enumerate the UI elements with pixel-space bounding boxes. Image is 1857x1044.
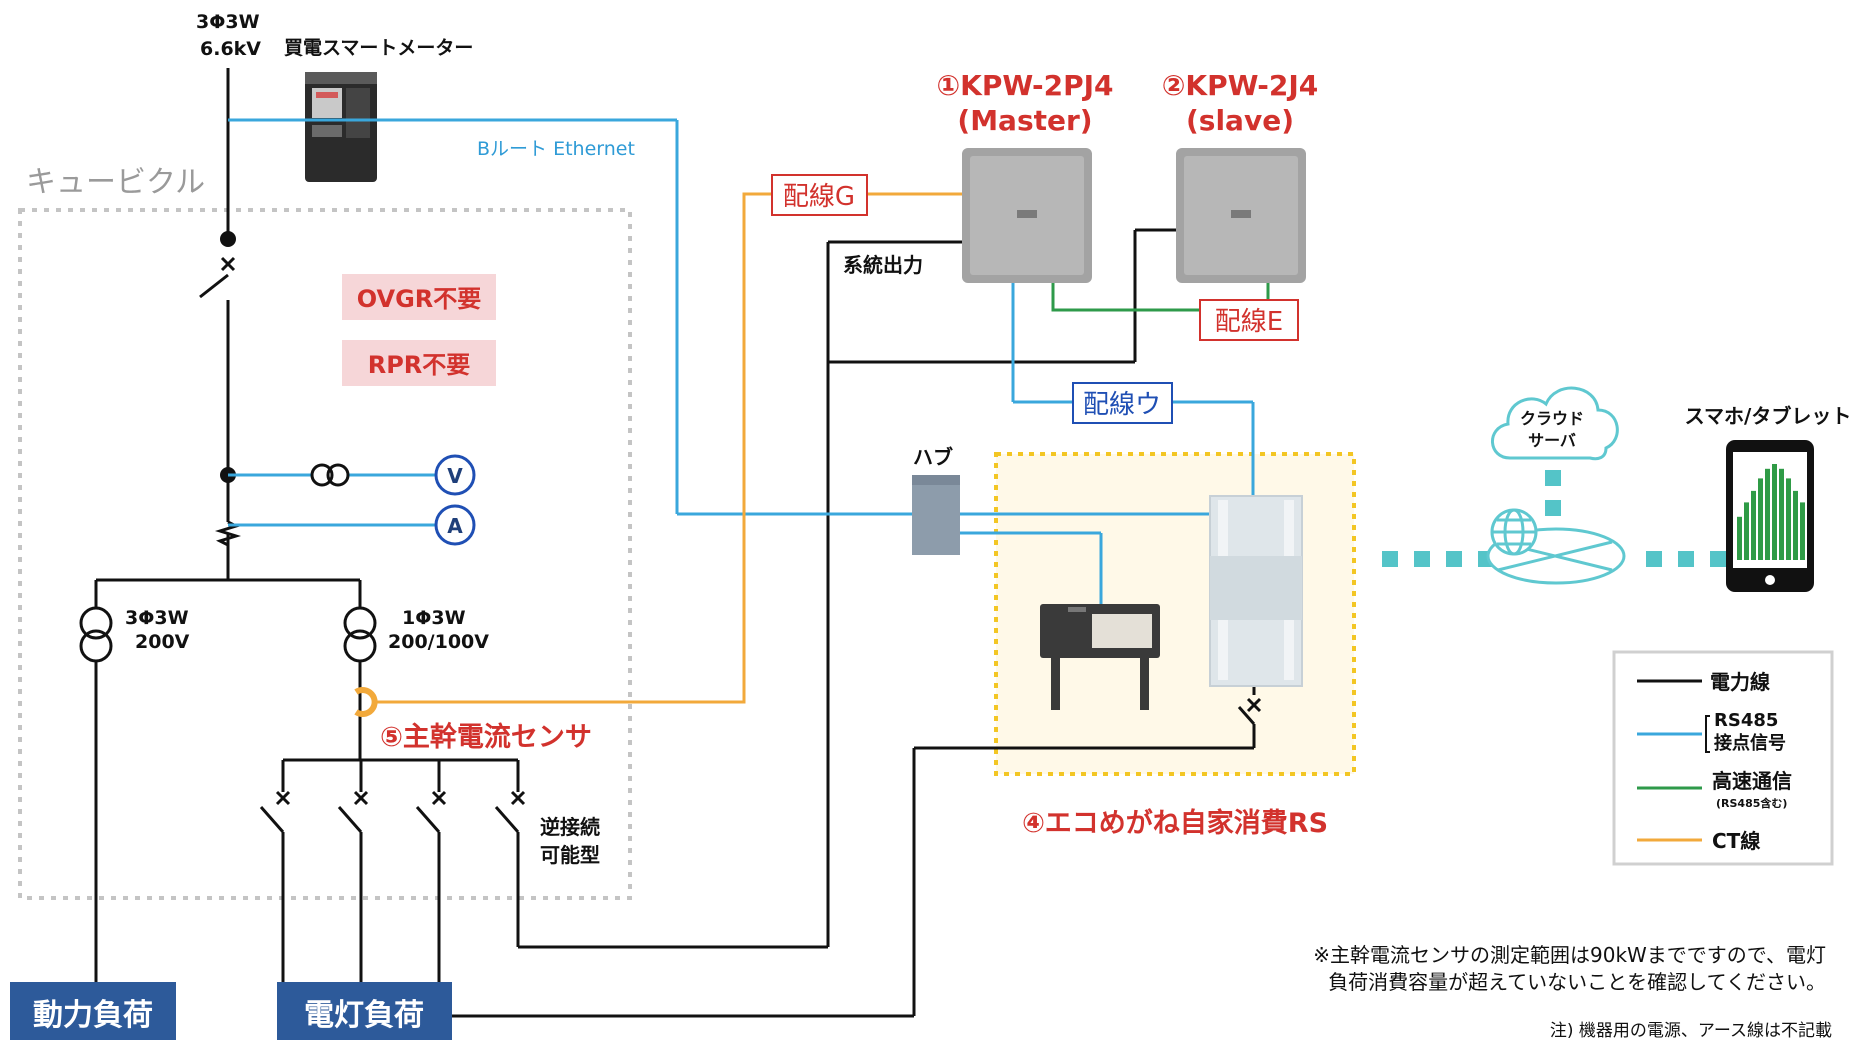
note-footer: 注) 機器用の電源、アース線は不記載	[1550, 1021, 1832, 1040]
note-line1: ※主幹電流センサの測定範囲は90kWまでですので、電灯	[1313, 943, 1826, 967]
reverse-connect-line1: 逆接続	[540, 815, 600, 839]
highspeed-lines	[1051, 283, 1270, 312]
power-load-box	[10, 982, 176, 1040]
pcs-slave-model: ②KPW-2J4	[1162, 69, 1319, 102]
legend-power-label: 電力線	[1710, 670, 1770, 694]
light-load-box	[277, 982, 452, 1040]
wiring-g-label: 配線G	[783, 182, 855, 212]
phone-chart-bar	[1793, 490, 1798, 560]
legend-rs485-line2: 接点信号	[1714, 732, 1786, 754]
legend-rs485-line1: RS485	[1714, 710, 1778, 731]
light-load-label: 電灯負荷	[304, 998, 424, 1033]
wiring-u-label: 配線ウ	[1083, 390, 1161, 420]
breaker-marks	[220, 256, 1262, 806]
broute-label: Bルート Ethernet	[477, 138, 635, 160]
system-output-label: 系統出力	[843, 253, 923, 277]
ct-lines	[372, 192, 962, 704]
transformer-2-phase: 1Φ3W	[402, 607, 466, 629]
wiring-g-box	[771, 174, 868, 216]
legend-bracket	[1705, 715, 1710, 753]
legend-highspeed-line1: 高速通信	[1712, 769, 1792, 793]
voltmeter-icon	[434, 454, 476, 496]
phone-label: スマホ/タブレット	[1685, 404, 1852, 428]
wiring-u-box	[1072, 382, 1173, 424]
cloud-icon	[1491, 386, 1619, 461]
pcs-slave-role: (slave)	[1186, 104, 1294, 137]
voltmeter-label: V	[447, 464, 463, 488]
transformer-2-voltage: 200/100V	[388, 631, 489, 653]
phone-chart-bar	[1744, 502, 1749, 560]
reverse-connect-line2: 可能型	[540, 843, 600, 867]
rpr-badge-text: RPR不要	[368, 351, 471, 379]
legend-ct-label: CT線	[1712, 829, 1760, 853]
pcs-master-icon	[962, 148, 1092, 283]
source-phase: 3Φ3W	[196, 11, 260, 33]
phone-chart-bar	[1800, 502, 1805, 560]
rs485-lines	[228, 118, 1255, 606]
note-line2: 負荷消費容量が超えていないことを確認してください。	[1328, 970, 1826, 994]
controller-device-icon	[1040, 604, 1160, 710]
phone-chart-bars	[1737, 464, 1805, 560]
transformer-1-voltage: 200V	[135, 631, 190, 653]
phone-chart-bar	[1758, 478, 1763, 560]
legend-highspeed-line2: (RS485含む)	[1716, 796, 1787, 810]
ovgr-badge-text: OVGR不要	[357, 285, 482, 313]
legend-box	[1612, 650, 1834, 866]
pcs-master-role: (Master)	[957, 104, 1092, 137]
rs-label: ④エコめがね自家消費RS	[1022, 807, 1328, 839]
hub-icon	[912, 475, 960, 555]
phone-chart-bar	[1737, 516, 1742, 560]
cubicle-boundary	[18, 208, 632, 900]
ammeter-icon	[434, 504, 476, 546]
phone-chart-bar	[1765, 468, 1770, 560]
network-dots	[1382, 470, 1726, 567]
rs-cabinet-icon	[1209, 495, 1303, 687]
power-lines	[94, 68, 1256, 1018]
power-load-label: 動力負荷	[33, 998, 153, 1033]
transformer-1-phase: 3Φ3W	[125, 607, 189, 629]
hub-label: ハブ	[913, 445, 953, 469]
pcs-master-model: ①KPW-2PJ4	[936, 69, 1113, 102]
sensor-label: ⑤主幹電流センサ	[380, 721, 592, 753]
phone-chart-bar	[1786, 478, 1791, 560]
meter-label: 買電スマートメーター	[284, 37, 473, 59]
ammeter-label: A	[447, 514, 463, 538]
transformer-icon	[79, 606, 377, 663]
phone-chart-bar	[1772, 464, 1777, 560]
cloud-line1: クラウド	[1520, 409, 1584, 428]
junction-dot	[220, 231, 236, 247]
ovgr-badge	[342, 274, 496, 320]
cubicle-label: キュービクル	[26, 165, 205, 200]
current-sensor-icon	[354, 687, 378, 717]
phone-chart-bar	[1779, 468, 1784, 560]
pt-symbol	[310, 463, 350, 487]
internet-icon	[1486, 508, 1626, 585]
wiring-e-label: 配線E	[1215, 307, 1283, 337]
smart-meter-icon	[305, 72, 377, 182]
cloud-line2: サーバ	[1528, 431, 1576, 450]
phone-chart-bar	[1751, 490, 1756, 560]
tablet-icon	[1726, 440, 1814, 592]
wiring-e-box	[1199, 299, 1299, 341]
source-voltage: 6.6kV	[200, 38, 261, 60]
pcs-slave-icon	[1176, 148, 1306, 283]
rpr-badge	[342, 340, 496, 386]
